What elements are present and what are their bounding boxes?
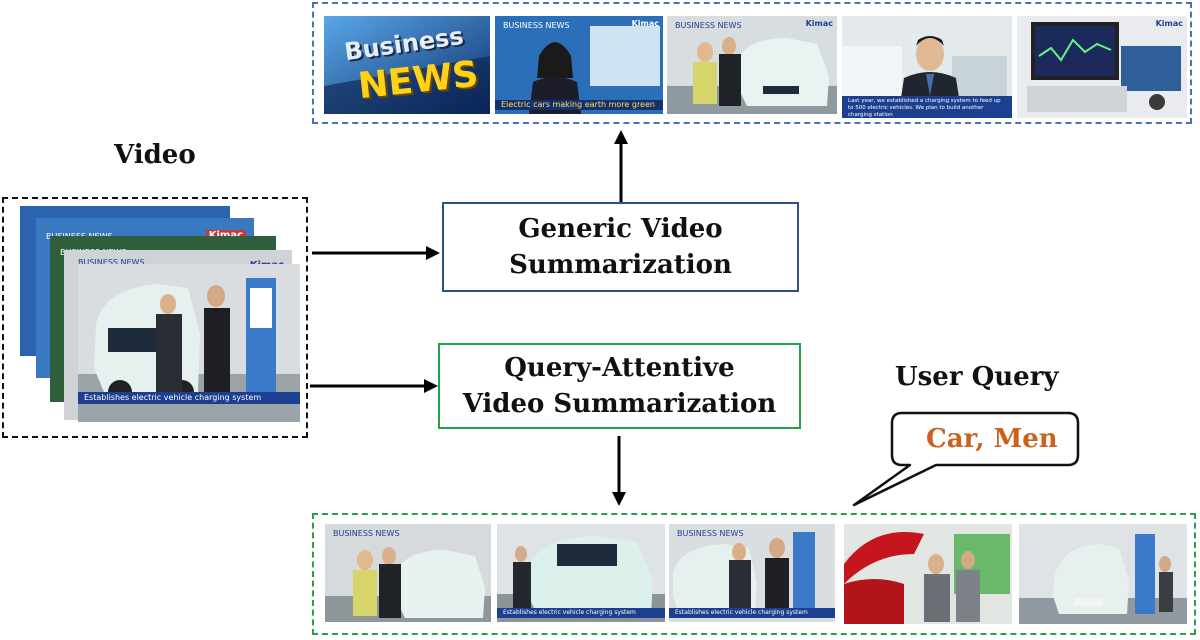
generic-summarization-box: Generic Video Summarization [442, 202, 799, 292]
frame-business-news: Business NEWS [324, 16, 490, 114]
channel-logo: Kimac [631, 19, 659, 28]
query-speech-bubble [852, 411, 1080, 507]
channel-small-label: BUSINESS NEWS [677, 529, 744, 538]
generic-line2: Summarization [509, 250, 732, 280]
arrow-to-generic [312, 246, 440, 260]
arrow-up [614, 130, 628, 202]
generic-line1: Generic Video [518, 214, 723, 244]
video-input [2, 197, 308, 438]
qframe-caption-3: Establishes electric vehicle charging sy… [669, 608, 835, 618]
qframe-car-charging: Establishes electric vehicle charging sy… [497, 524, 665, 622]
arrow-to-query [310, 379, 438, 393]
video-caption: Establishes electric vehicle charging sy… [78, 392, 300, 404]
qframe-people-car: BUSINESS NEWS [325, 524, 491, 622]
query-line1: Query-Attentive [504, 353, 735, 383]
arrow-down [612, 436, 626, 506]
frame-equipment: Kimac [1017, 16, 1187, 118]
channel-logo: Kimac [1155, 19, 1183, 28]
channel-small-label: BUSINESS NEWS [675, 21, 742, 30]
qframe-caption-2: Establishes electric vehicle charging sy… [497, 608, 665, 618]
query-summary-frames [312, 513, 1196, 635]
channel-logo: Kimac [205, 230, 246, 241]
interview-caption: Last year, we established a charging sys… [842, 96, 1012, 118]
query-summarization-box: Query-Attentive Video Summarization [438, 343, 801, 429]
frame-car-people: BUSINESS NEWS Kimac [667, 16, 837, 114]
qframe-white-car [1019, 524, 1187, 624]
frame-interview: Last year, we established a charging sys… [842, 16, 1012, 118]
channel-small-label: BUSINESS NEWS [503, 21, 570, 30]
video-label: Video [114, 140, 196, 170]
channel-logo: Kimac [805, 19, 833, 28]
user-query-label: User Query [895, 362, 1059, 392]
video-front-frame: Establishes electric vehicle charging sy… [78, 264, 300, 422]
frame-news-anchor: BUSINESS NEWS Kimac Electric cars making… [495, 16, 663, 114]
generic-summary-frames [312, 2, 1192, 124]
qframe-red-car [844, 524, 1012, 624]
qframe-two-men-car: BUSINESS NEWS Establishes electric vehic… [669, 524, 835, 622]
query-line2: Video Summarization [462, 389, 777, 419]
query-text: Car, Men [926, 424, 1058, 454]
anchor-caption: Electric cars making earth more green [495, 100, 663, 110]
channel-small-label: BUSINESS NEWS [333, 529, 400, 538]
channel-small-label: BUSINESS NEWS [78, 258, 145, 267]
